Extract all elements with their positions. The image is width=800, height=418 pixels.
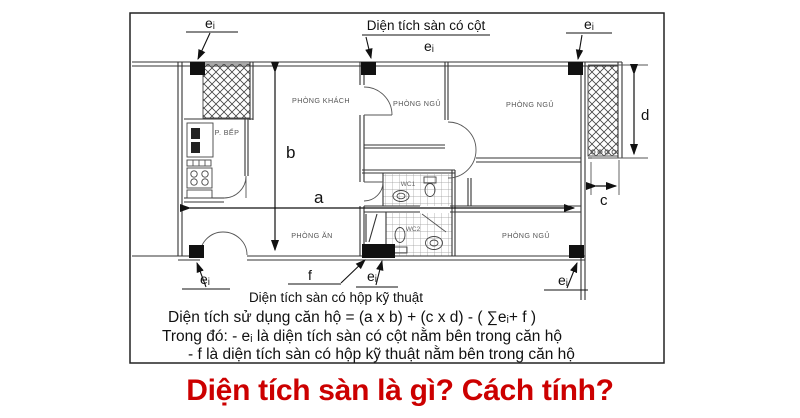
dim-label-b: b (286, 143, 295, 162)
column-top-middle (361, 62, 376, 75)
door-arcs (199, 86, 477, 256)
formula-block: Diện tích sử dụng căn hộ = (a x b) + (c … (162, 309, 575, 363)
page-title: Diện tích sàn là gì? Cách tính? (186, 374, 613, 407)
callout-bottom-center-e: eᵢ (367, 268, 377, 284)
dimension-lines: b a c d (179, 61, 649, 252)
balcony-right-hatch (587, 65, 619, 157)
figure-frame (129, 12, 665, 364)
floor-plan: P. BẾP PHÒNG KHÁCH PHÒNG NGỦ PHÒNG NGỦ P… (132, 61, 623, 300)
callout-f-arrow (340, 259, 366, 284)
label-kitchen: P. BẾP (215, 127, 240, 137)
dim-label-a: a (314, 188, 324, 207)
label-living-room: PHÒNG KHÁCH (292, 96, 350, 105)
dim-label-d: d (641, 107, 649, 124)
callout-top-center-arrow (365, 36, 373, 60)
callout-top-right-e: eᵢ (584, 16, 594, 32)
label-bedroom-3: PHÒNG NGỦ (502, 231, 550, 240)
callout-bottom-right-arrow (566, 261, 578, 289)
column-top-right (568, 62, 583, 75)
label-wc2: WC2 (406, 226, 421, 233)
callouts: eᵢ Diện tích sàn có cột eᵢ eᵢ eᵢ f eᵢ eᵢ… (182, 15, 612, 305)
callout-top-left-arrow (197, 32, 211, 60)
callout-bottom-right-e: eᵢ (558, 272, 568, 288)
label-bedroom-1: PHÒNG NGỦ (393, 99, 441, 108)
column-bottom-right (569, 245, 584, 258)
callout-bottom-left-e: eᵢ (200, 271, 210, 287)
callout-bottom-center-arrow (375, 259, 384, 286)
callout-top-right-arrow (575, 34, 584, 61)
callout-bottom-caption: Diện tích sàn có hộp kỹ thuật (249, 290, 423, 305)
callout-top-center-e: eᵢ (424, 38, 434, 54)
dim-label-c: c (600, 192, 608, 209)
formula-line-2: Trong đó: - eᵢ là diện tích sàn có cột n… (162, 328, 562, 345)
column-bottom-left (189, 245, 204, 258)
callout-top-left-e: eᵢ (205, 15, 215, 31)
column-markers (189, 62, 584, 258)
dim-ext-c (590, 160, 620, 195)
wc-fixtures (392, 176, 443, 254)
balcony-left-hatch (202, 63, 251, 119)
callout-f-label: f (308, 267, 312, 283)
formula-line-1: Diện tích sử dụng căn hộ = (a x b) + (c … (168, 309, 536, 326)
label-wc1: WC1 (401, 181, 416, 188)
kitchen-fixtures (186, 122, 214, 199)
formula-line-3: - f là diện tích sàn có hộp kỹ thuật nằm… (188, 346, 575, 363)
wc2-tiled-floor (386, 213, 452, 256)
callout-bottom-left-arrow (196, 261, 207, 288)
wc1-tiled-floor (383, 174, 452, 206)
callout-top-caption: Diện tích sàn có cột (367, 18, 486, 33)
technical-box (362, 244, 395, 258)
balcony-right-railing (590, 149, 617, 155)
label-dining-room: PHÒNG ĂN (291, 231, 333, 240)
label-bedroom-2: PHÒNG NGỦ (506, 100, 554, 109)
column-top-left (190, 62, 205, 75)
